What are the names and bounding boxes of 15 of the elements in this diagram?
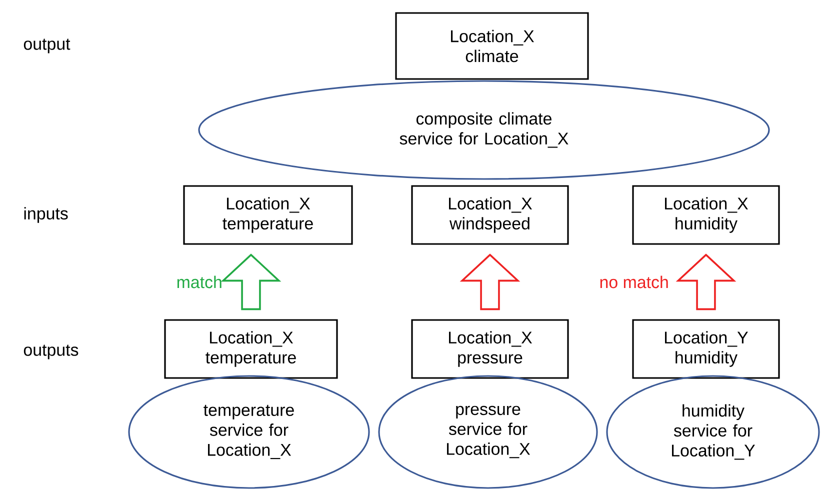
label-box: Location_X climate (395, 12, 589, 80)
block-arrow (220, 254, 282, 310)
block-arrow (460, 254, 520, 310)
label-box: Location_X pressure (411, 319, 569, 379)
label-box: Location_Y humidity (632, 319, 780, 379)
row-label: inputs (24, 207, 68, 223)
edge-label: no match (600, 276, 668, 288)
block-arrow (676, 254, 736, 310)
row-label: output (24, 38, 70, 54)
label-box: Location_X humidity (632, 185, 780, 245)
label-box: Location_X temperature (164, 319, 338, 379)
row-label: outputs (24, 344, 78, 360)
label-box: Location_X temperature (183, 185, 353, 245)
edge-label: match (177, 276, 222, 288)
label-box: Location_X windspeed (411, 185, 569, 245)
